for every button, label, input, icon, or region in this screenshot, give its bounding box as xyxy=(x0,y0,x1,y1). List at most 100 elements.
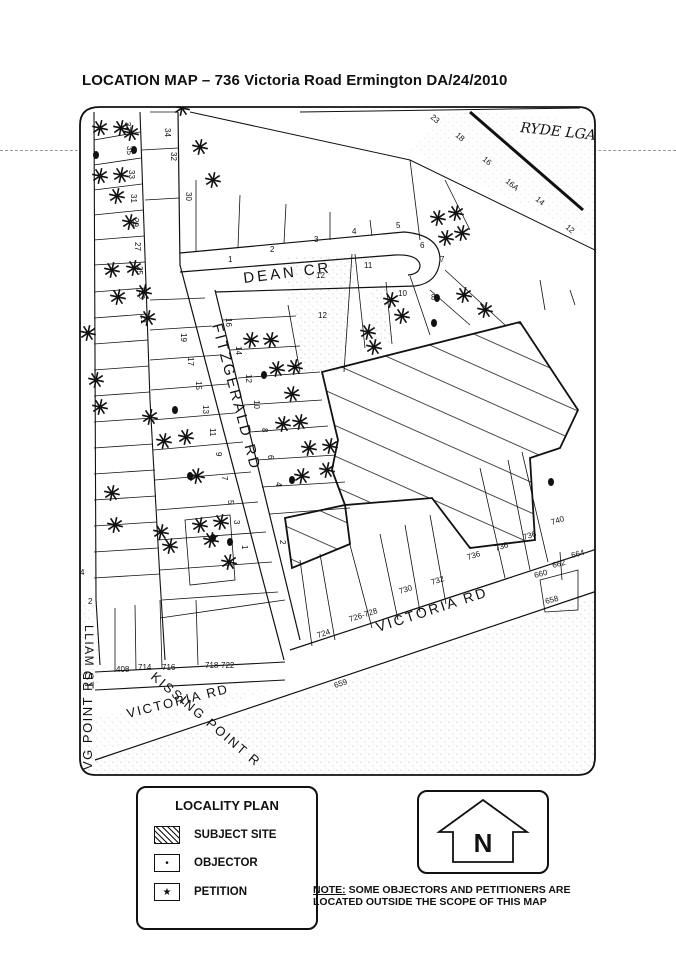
kissing-point-road xyxy=(94,661,286,691)
objector-mark xyxy=(131,146,137,154)
legend-label-objector: OBJECTOR xyxy=(194,857,258,869)
map-note: NOTE: SOME OBJECTORS AND PETITIONERS ARE… xyxy=(313,884,613,908)
petition-mark xyxy=(269,361,285,377)
petition-mark xyxy=(107,517,123,533)
lot-number: 37 xyxy=(123,122,132,131)
hatch-swatch-icon xyxy=(154,826,180,844)
lot-number: 11 xyxy=(364,261,373,270)
lot-number: 2 xyxy=(88,597,93,606)
lot-number: 7 xyxy=(440,255,445,264)
petition-mark xyxy=(174,107,190,116)
kissing-point-area xyxy=(80,690,270,760)
lot-number: 29 xyxy=(131,218,140,227)
petition-mark xyxy=(92,168,108,184)
objector-dot-icon: • xyxy=(154,854,180,872)
petition-mark xyxy=(80,325,96,341)
petition-mark xyxy=(275,416,291,432)
objector-mark xyxy=(434,294,440,302)
petition-mark xyxy=(140,310,156,326)
lga-annotation: RYDE LGA xyxy=(519,120,597,144)
lot-number: 716 xyxy=(162,663,176,672)
lot-number: 1 xyxy=(240,545,249,550)
lot-number: 23 xyxy=(137,290,146,299)
lot-lines-fitz-east xyxy=(221,253,353,515)
petition-mark xyxy=(113,167,129,183)
lot-number: 33 xyxy=(127,170,136,179)
lot-lines-west xyxy=(93,131,161,579)
lot-number: 4 xyxy=(352,227,357,236)
street-label-south-659: 659 xyxy=(333,677,349,690)
petition-mark xyxy=(189,468,205,484)
lot-number: 11 xyxy=(208,428,217,437)
petition-mark xyxy=(319,462,335,478)
lot-number: 6 xyxy=(266,455,275,460)
page-title: LOCATION MAP – 736 Victoria Road Ermingt… xyxy=(82,72,508,89)
lot-lines-dean-east xyxy=(354,159,576,349)
petition-marks xyxy=(80,107,493,570)
objector-mark xyxy=(261,371,267,379)
lot-number: 8 xyxy=(260,428,269,433)
lot-lines-dean-north xyxy=(195,180,373,251)
lot-number: 5 xyxy=(226,500,235,505)
petition-mark xyxy=(113,120,129,136)
lot-number: 6 xyxy=(420,241,425,250)
petition-mark xyxy=(477,302,493,318)
lot-number: 730 xyxy=(398,583,414,596)
locality-plan-legend: LOCALITY PLAN SUBJECT SITE • OBJECTOR ★ … xyxy=(136,786,318,930)
lot-number: 4 xyxy=(274,482,283,487)
lot-number: 12 xyxy=(244,374,253,383)
petition-mark xyxy=(360,324,376,340)
petition-mark xyxy=(192,517,208,533)
petition-mark xyxy=(213,514,229,530)
map-body: DEAN CR FITZGERALD RD VICTORIA RD VICTOR… xyxy=(80,107,595,775)
lot-number: 740 xyxy=(550,514,566,527)
fitzgerald-road xyxy=(177,111,301,661)
lot-lines-middle xyxy=(141,111,279,601)
north-label: N xyxy=(473,828,493,858)
petition-mark xyxy=(454,225,470,241)
stipple-top-right xyxy=(410,110,595,240)
legend-label-subject-site: SUBJECT SITE xyxy=(194,829,277,841)
lot-number: 32 xyxy=(169,152,178,161)
lot-number: 3 xyxy=(232,520,241,525)
lot-number: 34 xyxy=(163,128,172,137)
objector-marks xyxy=(93,146,554,546)
petition-mark xyxy=(284,386,300,402)
lot-number: 2 xyxy=(278,540,287,545)
lot-number: 5 xyxy=(396,221,401,230)
petition-mark xyxy=(243,332,259,348)
lot-number: 14 xyxy=(234,346,243,355)
lot-number: 10 xyxy=(252,400,261,409)
legend-label-petition: PETITION xyxy=(194,886,248,898)
objector-mark xyxy=(93,151,99,159)
petition-mark xyxy=(221,554,237,570)
petition-mark xyxy=(301,440,317,456)
lot-number: 27 xyxy=(133,242,142,251)
lot-number: 4 xyxy=(80,568,85,577)
petition-mark xyxy=(205,172,221,188)
subject-site xyxy=(283,320,580,570)
lot-number: 736 xyxy=(466,549,482,562)
lot-number: 17 xyxy=(186,357,195,366)
petition-star-icon: ★ xyxy=(154,883,180,901)
petition-mark xyxy=(456,287,472,303)
dean-crescent xyxy=(179,231,441,293)
petition-mark xyxy=(122,214,138,230)
petition-mark xyxy=(263,332,279,348)
lot-number: 658 xyxy=(544,594,560,606)
objector-mark xyxy=(210,534,216,542)
petition-mark xyxy=(110,289,126,305)
petition-mark xyxy=(109,188,125,204)
petition-mark xyxy=(192,139,208,155)
lot-number: 724 xyxy=(316,627,332,640)
lot-number: 1 xyxy=(228,255,233,264)
lot-number: 714 xyxy=(138,663,152,672)
objector-mark xyxy=(187,472,193,480)
lot-number: 718-722 xyxy=(205,661,235,670)
lot-number: 35 xyxy=(125,146,134,155)
petition-mark xyxy=(142,409,158,425)
lot-number: 30 xyxy=(184,192,193,201)
lot-number: 25 xyxy=(135,266,144,275)
petition-mark xyxy=(92,120,108,136)
